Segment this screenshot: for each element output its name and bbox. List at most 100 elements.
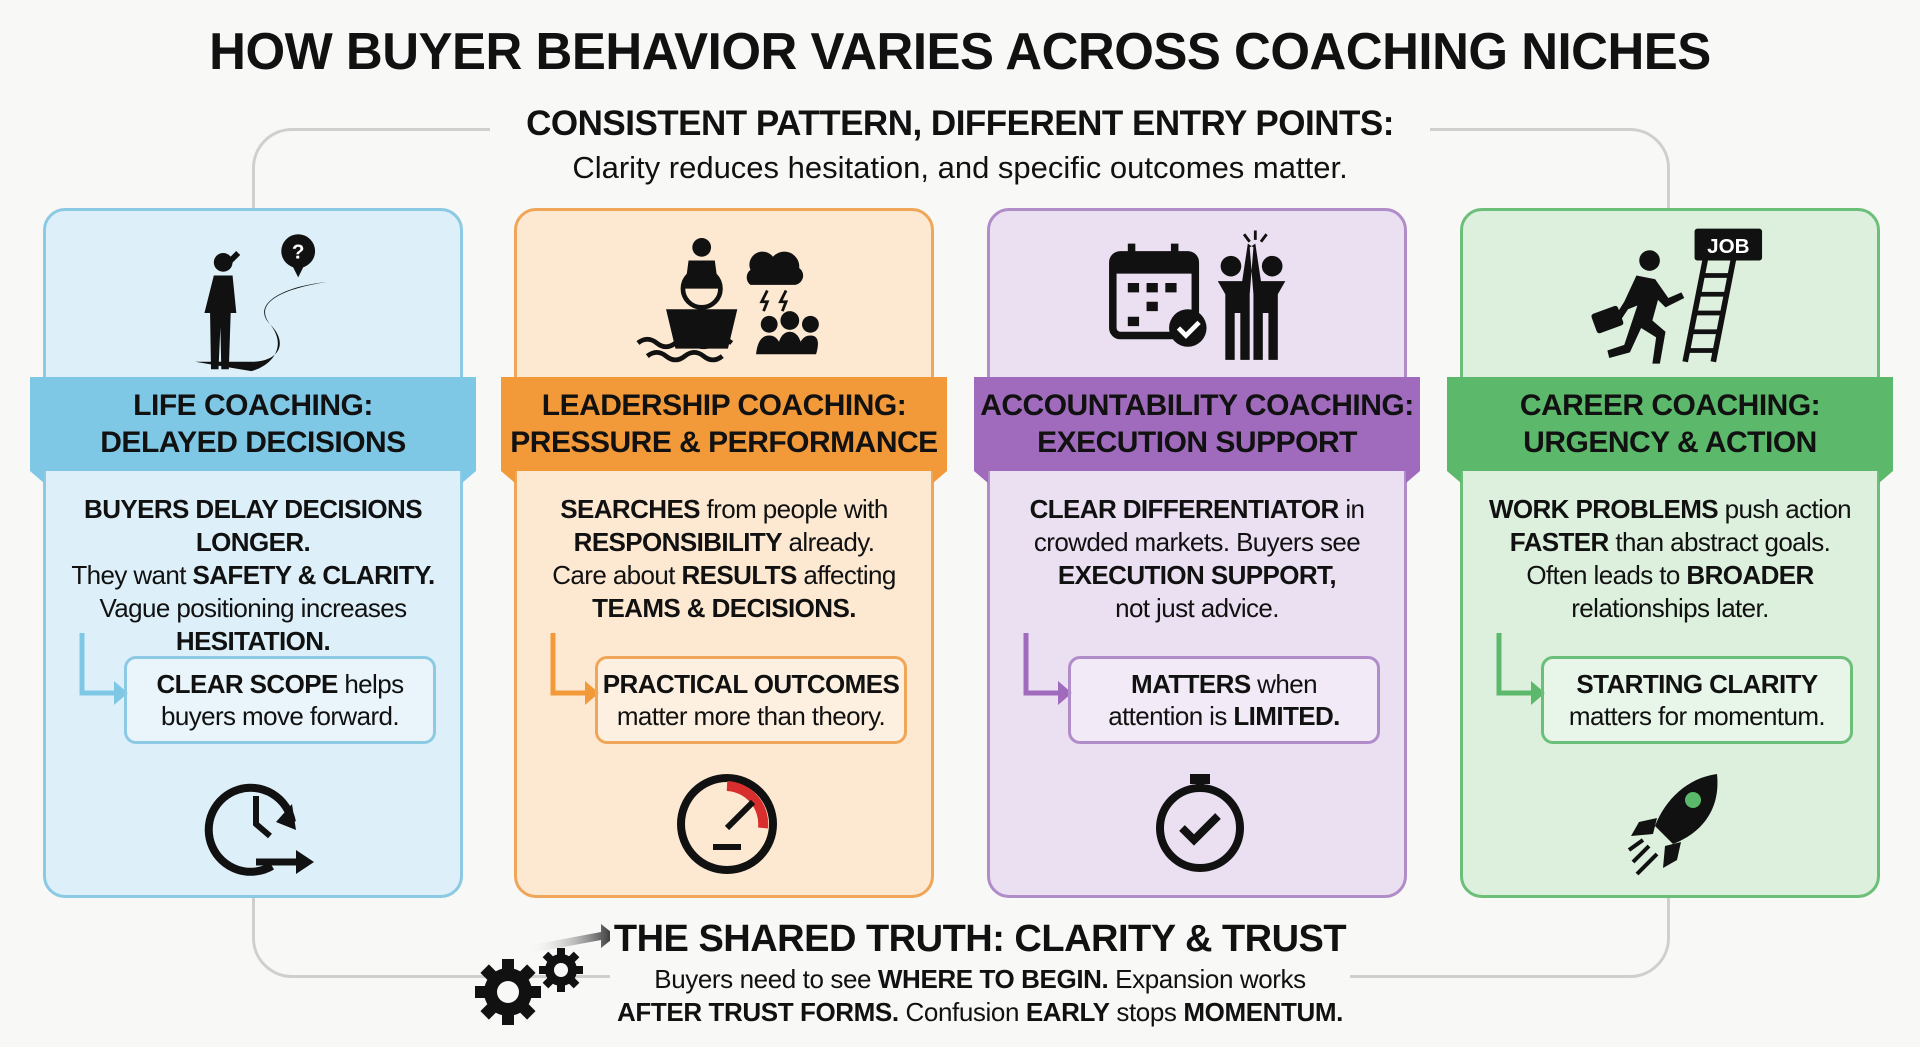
text-line: not just advice. <box>990 592 1404 625</box>
emphasis-text: RESULTS <box>681 560 798 590</box>
text-segment: They want <box>71 560 193 590</box>
card-heading-line-2: DELAYED DECISIONS <box>100 426 406 459</box>
text-line: TEAMS & DECISIONS. <box>517 592 931 625</box>
card-heading-line-1: ACCOUNTABILITY COACHING: <box>980 389 1414 422</box>
emphasis-text: CLEAR SCOPE <box>156 669 339 699</box>
speedometer-icon <box>677 774 777 874</box>
text-segment: Confusion <box>898 997 1026 1027</box>
card-heading-line-1: LEADERSHIP COACHING: <box>541 389 907 422</box>
text-line: EXECUTION SUPPORT, <box>990 559 1404 592</box>
emphasis-text: BROADER <box>1686 560 1814 590</box>
emphasis-text: SAFETY & CLARITY. <box>192 560 436 590</box>
emphasis-text: MOMENTUM. <box>1183 997 1343 1027</box>
text-segment: Buyers need to see <box>654 964 878 994</box>
text-line: Buyers need to see WHERE TO BEGIN. Expan… <box>610 963 1350 996</box>
shared-truth-text: Buyers need to see WHERE TO BEGIN. Expan… <box>610 963 1350 1029</box>
text-segment: attention is <box>1108 701 1234 731</box>
svg-text:?: ? <box>292 241 305 264</box>
emphasis-text: BUYERS DELAY DECISIONS LONGER. <box>84 494 422 557</box>
card-heading-line-2: PRESSURE & PERFORMANCE <box>510 426 938 459</box>
emphasis-text: FASTER <box>1509 527 1610 557</box>
emphasis-text: RESPONSIBILITY <box>573 527 783 557</box>
card-life: ? LIFE COACHING: DELAYED DECISIONS BUYER… <box>30 208 476 898</box>
emphasis-text: LIMITED. <box>1233 701 1340 731</box>
text-line: Often leads to BROADER <box>1463 559 1877 592</box>
emphasis-text: STARTING CLARITY <box>1576 669 1818 699</box>
emphasis-text: EXECUTION SUPPORT, <box>1057 560 1337 590</box>
down-right-arrow-icon <box>1496 633 1545 705</box>
text-line: relationships later. <box>1463 592 1877 625</box>
text-line: buyers move forward. <box>161 700 400 732</box>
text-segment: already. <box>781 527 875 557</box>
clock-arrow-icon <box>204 783 314 876</box>
text-segment: from people with <box>699 494 889 524</box>
text-segment: push action <box>1718 494 1852 524</box>
text-line: WORK PROBLEMS push action <box>1463 493 1877 526</box>
text-segment: when <box>1250 669 1317 699</box>
shared-truth-block: THE SHARED TRUTH: CLARITY & TRUST Buyers… <box>610 918 1350 1029</box>
calendar-check-high-five-icon <box>1109 230 1286 360</box>
text-segment: Vague positioning increases <box>99 593 407 623</box>
text-line: matters for momentum. <box>1568 700 1826 732</box>
text-line: RESPONSIBILITY already. <box>517 526 931 559</box>
card-heading-line-1: LIFE COACHING: <box>133 389 373 422</box>
emphasis-text: TEAMS & DECISIONS. <box>592 593 856 623</box>
card-body-text: BUYERS DELAY DECISIONS LONGER.They want … <box>46 493 460 658</box>
subtitle-block: CONSISTENT PATTERN, DIFFERENT ENTRY POIN… <box>490 104 1430 186</box>
text-line: attention is LIMITED. <box>1108 700 1340 732</box>
text-segment: matter more than theory. <box>616 701 886 731</box>
emphasis-text: EARLY <box>1025 997 1110 1027</box>
card-header-band: ACCOUNTABILITY COACHING: EXECUTION SUPPO… <box>974 377 1420 483</box>
text-line: STARTING CLARITY <box>1576 668 1818 700</box>
card-header-band: CAREER COACHING: URGENCY & ACTION <box>1447 377 1893 483</box>
text-segment: Often leads to <box>1526 560 1687 590</box>
text-segment: in <box>1338 494 1365 524</box>
text-line: AFTER TRUST FORMS. Confusion EARLY stops… <box>610 996 1350 1029</box>
subtitle-heading: CONSISTENT PATTERN, DIFFERENT ENTRY POIN… <box>526 104 1394 143</box>
text-segment: crowded markets. Buyers see <box>1033 527 1361 557</box>
card-career: JOB CAREER COACHING: URGENCY & ACTION WO… <box>1447 208 1893 898</box>
text-segment: helps <box>337 669 404 699</box>
text-segment: buyers move forward. <box>161 701 400 731</box>
text-segment: Expansion works <box>1108 964 1306 994</box>
text-line: matter more than theory. <box>616 700 886 732</box>
emphasis-text: HESITATION. <box>175 626 331 656</box>
text-line: FASTER than abstract goals. <box>1463 526 1877 559</box>
text-line: crowded markets. Buyers see <box>990 526 1404 559</box>
text-line: CLEAR DIFFERENTIATOR in <box>990 493 1404 526</box>
subtitle-text: Clarity reduces hesitation, and specific… <box>572 150 1348 185</box>
text-line: HESITATION. <box>46 625 460 658</box>
text-line: They want SAFETY & CLARITY. <box>46 559 460 592</box>
captain-ship-storm-team-icon <box>636 238 819 363</box>
stopwatch-check-icon <box>1156 774 1244 872</box>
emphasis-text: SEARCHES <box>560 494 700 524</box>
card-header-band: LEADERSHIP COACHING: PRESSURE & PERFORMA… <box>501 377 947 483</box>
text-segment: matters for momentum. <box>1568 701 1826 731</box>
card-header-band: LIFE COACHING: DELAYED DECISIONS <box>30 377 476 483</box>
text-segment: than abstract goals. <box>1608 527 1831 557</box>
text-segment: not just advice. <box>1115 593 1279 623</box>
shared-truth-heading: THE SHARED TRUTH: CLARITY & TRUST <box>613 918 1347 960</box>
text-line: PRACTICAL OUTCOMES <box>602 668 900 700</box>
gears-arrow-icon <box>475 924 616 1025</box>
connector-frame <box>252 128 1670 978</box>
card-heading-line-2: URGENCY & ACTION <box>1523 426 1817 459</box>
text-line: CLEAR SCOPE helps <box>156 668 405 700</box>
emphasis-text: CLEAR DIFFERENTIATOR <box>1029 494 1340 524</box>
down-right-arrow-icon <box>79 633 128 705</box>
card-leadership: LEADERSHIP COACHING: PRESSURE & PERFORMA… <box>501 208 947 898</box>
text-segment: Care about <box>552 560 682 590</box>
page-title: HOW BUYER BEHAVIOR VARIES ACROSS COACHIN… <box>209 23 1711 81</box>
text-line: SEARCHES from people with <box>517 493 931 526</box>
down-right-arrow-icon <box>1023 633 1072 705</box>
svg-text:JOB: JOB <box>1707 235 1749 258</box>
emphasis-text: PRACTICAL OUTCOMES <box>602 669 900 699</box>
emphasis-text: MATTERS <box>1131 669 1251 699</box>
